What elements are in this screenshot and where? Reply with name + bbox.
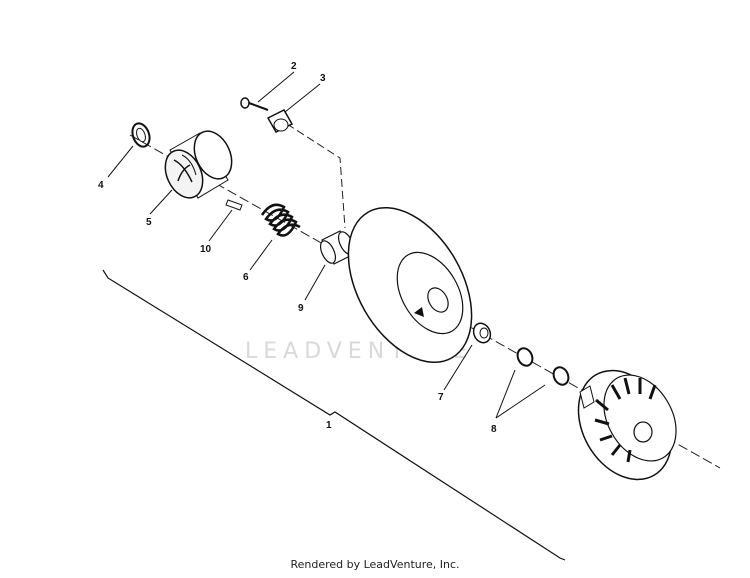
callout-7: 7 <box>438 392 444 403</box>
callout-9: 9 <box>298 303 304 314</box>
roller-button-part <box>266 109 294 133</box>
callout-2: 2 <box>291 61 297 72</box>
washer-part-8 <box>516 347 570 386</box>
callout-4: 4 <box>98 180 104 191</box>
fixed-sheave-part <box>577 369 677 481</box>
callout-3: 3 <box>320 73 326 84</box>
callout-10: 10 <box>200 244 212 255</box>
callout-8: 8 <box>491 424 497 435</box>
footer-credit: Rendered by LeadVenture, Inc. <box>290 558 460 571</box>
axis-leader <box>286 123 346 229</box>
spring-part <box>260 203 301 237</box>
moveable-sheave-part <box>347 206 473 364</box>
assembly-bracket <box>102 269 566 561</box>
washer-part-7 <box>472 322 492 344</box>
leader-lines <box>107 71 546 419</box>
key-part <box>225 199 243 211</box>
helix-cam-part <box>164 130 233 199</box>
pin-part <box>240 97 269 111</box>
callout-1: 1 <box>326 420 332 431</box>
snap-ring-part <box>131 122 151 148</box>
callout-5: 5 <box>146 217 152 228</box>
callout-6: 6 <box>243 272 249 283</box>
